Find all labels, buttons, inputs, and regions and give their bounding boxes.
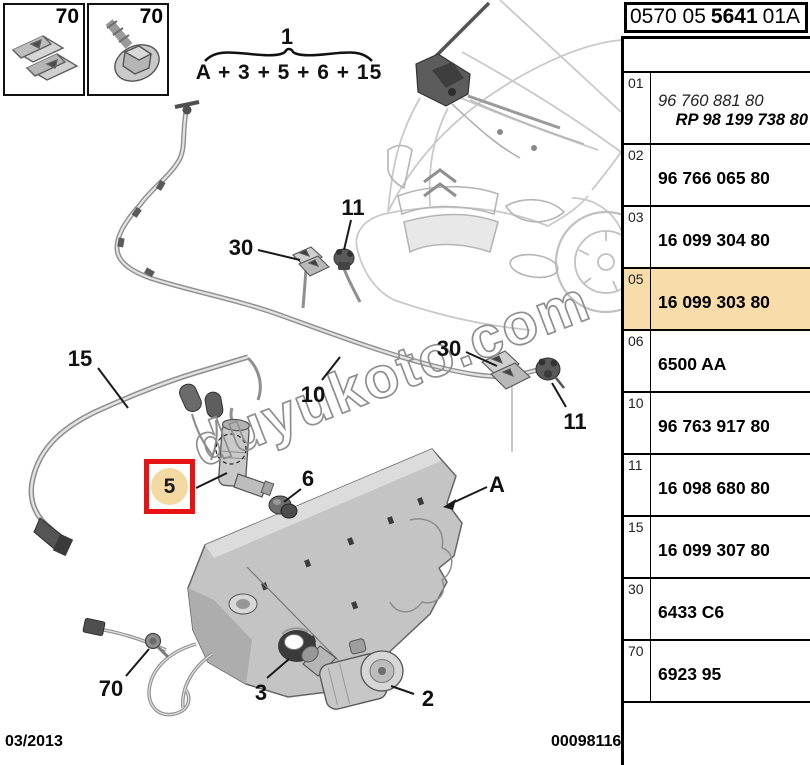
- row-ref: 70: [624, 641, 651, 701]
- row-part-numbers: 96 766 065 80: [651, 145, 810, 205]
- brace: [204, 47, 373, 62]
- catalog-code-prefix: 0570 05: [630, 5, 706, 28]
- table-row-03[interactable]: 03 16 099 304 80: [624, 205, 810, 267]
- table-row-05[interactable]: 05 16 099 303 80: [624, 267, 810, 329]
- car-front-details: [387, 144, 566, 279]
- footer-document-number: 00098116: [551, 733, 622, 750]
- hose-clip-right: [481, 350, 531, 390]
- callout-10[interactable]: 10: [301, 382, 325, 407]
- catalog-code-suffix: 01A: [762, 5, 801, 28]
- hose-connector-right: [535, 357, 565, 389]
- washer-pump-part5: [215, 407, 275, 498]
- callout-30-upper[interactable]: 30: [229, 235, 253, 260]
- pump-grommet-part6: [268, 495, 298, 519]
- table-row-30[interactable]: 30 6433 C6: [624, 577, 810, 639]
- row-ref: 01: [624, 73, 651, 143]
- row-part-numbers: 6433 C6: [651, 579, 810, 639]
- row-part-numbers: 6923 95: [651, 641, 810, 701]
- legend-box-clip[interactable]: 70: [3, 3, 85, 96]
- part-number: 96 763 917 80: [658, 415, 770, 436]
- row-part-numbers: 96 763 917 80: [651, 393, 810, 453]
- washer-reservoir: [187, 448, 463, 698]
- legend-box-ref: 70: [55, 5, 79, 28]
- callout-15[interactable]: 15: [68, 346, 92, 371]
- row-ref: 15: [624, 517, 651, 577]
- row-ref: 11: [624, 455, 651, 515]
- table-row-06[interactable]: 06 6500 AA: [624, 329, 810, 391]
- hose-clip-upper: [292, 246, 330, 277]
- callout-6[interactable]: 6: [302, 466, 314, 491]
- part-number: 16 099 307 80: [658, 539, 770, 560]
- row-part-numbers: 6500 AA: [651, 331, 810, 391]
- parts-diagram: duyukoto.com 1 A + 3 + 5 + 6 + 15 30 11 …: [28, 0, 622, 717]
- metal-clip-icon: [11, 35, 79, 81]
- car-wheel: [554, 210, 622, 314]
- row-ref: 02: [624, 145, 651, 205]
- legend-box-screw[interactable]: 70: [87, 3, 169, 96]
- assembly-note-number: 1: [281, 24, 293, 49]
- row-part-numbers: 16 099 304 80: [651, 207, 810, 267]
- callout-A[interactable]: A: [489, 472, 505, 497]
- watermark-text: duyukoto.com: [183, 268, 599, 479]
- catalog-code-main: 5641: [710, 5, 758, 28]
- part-number: 16 099 303 80: [658, 291, 770, 312]
- callout-30-right[interactable]: 30: [437, 336, 461, 361]
- part-number: 96 766 065 80: [658, 167, 770, 188]
- table-row-70[interactable]: 70 6923 95: [624, 639, 810, 703]
- row-part-numbers: 16 099 303 80: [651, 269, 810, 329]
- hose-connector-upper: [333, 248, 355, 270]
- part-number: 16 099 304 80: [658, 229, 770, 250]
- callout-5: 5: [163, 474, 176, 498]
- washer-hose-left: [28, 354, 262, 557]
- table-row-11[interactable]: 11 16 098 680 80: [624, 453, 810, 515]
- hex-screw-icon: [105, 19, 160, 82]
- table-row-02[interactable]: 02 96 766 065 80: [624, 143, 810, 205]
- part-number: RP 98 199 738 80: [675, 111, 808, 129]
- car-washer-jet-assembly: [415, 1, 585, 159]
- part-number: 6433 C6: [658, 601, 725, 622]
- part-number: 6500 AA: [658, 353, 727, 374]
- table-row-10[interactable]: 10 96 763 917 80: [624, 391, 810, 453]
- row-ref: 30: [624, 579, 651, 639]
- callout-11-right[interactable]: 11: [563, 409, 586, 434]
- footer-date: 03/2013: [5, 733, 63, 750]
- legend-box-ref: 70: [139, 5, 163, 28]
- row-ref: 06: [624, 331, 651, 391]
- selected-part-box[interactable]: 5: [144, 459, 195, 514]
- row-part-numbers: 16 099 307 80: [651, 517, 810, 577]
- row-ref: 10: [624, 393, 651, 453]
- pump-part2: [301, 638, 404, 710]
- screw-part70: [144, 632, 170, 659]
- table-row-15[interactable]: 15 16 099 307 80: [624, 515, 810, 577]
- callout-11-upper[interactable]: 11: [341, 195, 364, 220]
- callout-3[interactable]: 3: [255, 680, 267, 705]
- part-number: 16 098 680 80: [658, 477, 770, 498]
- part-number: 96 760 881 80: [658, 92, 764, 110]
- callout-70[interactable]: 70: [99, 676, 123, 701]
- parts-table-blank-row: [624, 36, 810, 71]
- part-number: 6923 95: [658, 663, 722, 684]
- assembly-note-formula: A + 3 + 5 + 6 + 15: [196, 61, 383, 84]
- leader-lines: [97, 219, 567, 695]
- row-ref: 03: [624, 207, 651, 267]
- callout-2[interactable]: 2: [422, 686, 434, 711]
- row-part-numbers: 16 098 680 80: [651, 455, 810, 515]
- selected-part-circle: 5: [151, 468, 188, 505]
- row-ref: 05: [624, 269, 651, 329]
